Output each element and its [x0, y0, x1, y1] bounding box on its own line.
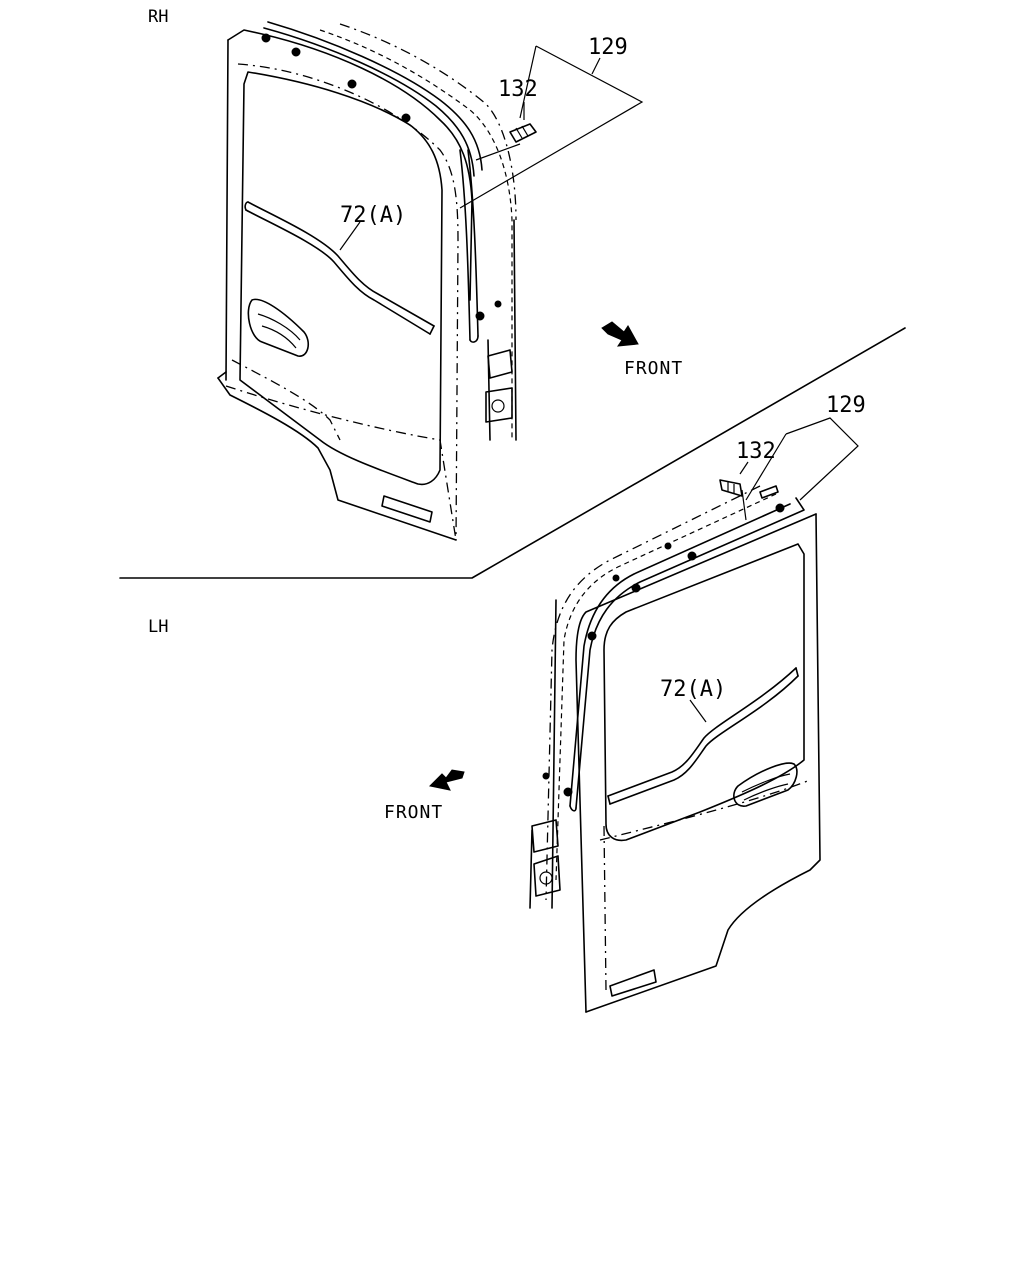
lh-front-label: FRONT [384, 802, 443, 823]
rh-front-label: FRONT [624, 358, 683, 379]
rh-weatherstrip-129: 129 [459, 35, 644, 209]
lh-clip-132: 132 [719, 439, 776, 521]
lh-weatherstrip-129: 129 [745, 393, 866, 501]
lh-clip-label: 132 [736, 439, 776, 464]
rh-weatherstrip-label: 129 [588, 35, 628, 60]
rh-moulding-72a: 72(A) [244, 201, 435, 335]
rh-front-arrow-icon [601, 321, 639, 347]
lh-moulding-72a: 72(A) [607, 667, 799, 805]
rh-side-label: RH [148, 7, 168, 27]
lh-section: LH [148, 393, 866, 1013]
rh-clip-label: 132 [498, 77, 538, 102]
section-divider [119, 327, 906, 579]
lh-weatherstrip-label: 129 [826, 393, 866, 418]
lh-front-arrow-icon [428, 769, 465, 791]
rh-section: RH [148, 7, 683, 541]
rh-front-indicator: FRONT [601, 321, 683, 379]
rh-clip-132: 132 [475, 77, 538, 161]
rh-moulding-label: 72(A) [340, 203, 406, 228]
lh-moulding-label: 72(A) [660, 677, 726, 702]
rh-door [217, 21, 517, 541]
lh-side-label: LH [148, 617, 168, 637]
lh-door [529, 485, 821, 1013]
lh-front-indicator: FRONT [384, 769, 465, 823]
